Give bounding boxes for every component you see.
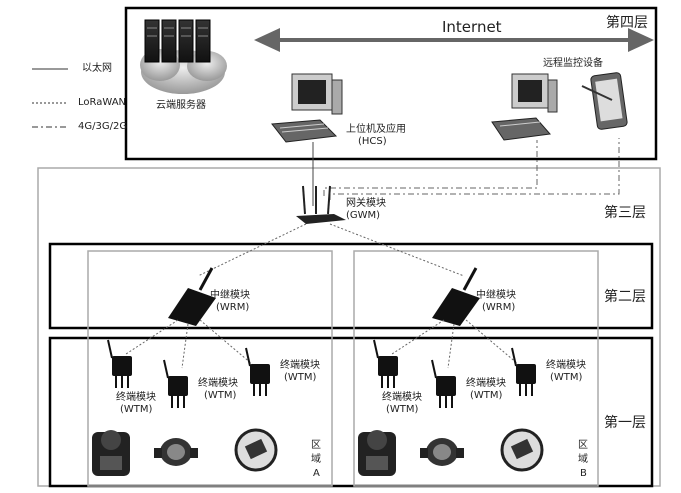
wtm-terminals [107, 339, 536, 408]
wtm-b1-icon [373, 339, 398, 388]
wtm-b3-icon [511, 347, 536, 396]
valve-a-icon [92, 430, 130, 476]
tablet-icon [581, 72, 628, 130]
zone-a-frame [87, 250, 333, 487]
wtm-b1-label-1: 终端模块 [382, 392, 422, 403]
layer4-label: 第四层 [606, 15, 648, 31]
wrm-b-icon [432, 267, 480, 326]
layer2-box [48, 242, 654, 330]
cloud-server-icon [140, 19, 227, 94]
layer1-label: 第一层 [604, 415, 646, 431]
wtm-a1-label-2: (WTM) [120, 404, 153, 415]
gateway-router-icon [296, 185, 346, 224]
zone-b-label-1: 区 [578, 440, 588, 451]
legend-cellular-label: 4G/3G/2G [78, 121, 128, 132]
hcs-computer-icon [271, 73, 343, 143]
cloud-server-label: 云端服务器 [156, 100, 206, 111]
flowmeter-a-icon [154, 438, 198, 466]
wtm-a3-label-2: (WTM) [284, 372, 317, 383]
wrm-b-label-1: 中继模块 [476, 290, 516, 301]
hcs-label-2: (HCS) [358, 136, 387, 147]
wtm-a2-icon [163, 359, 188, 408]
wtm-b2-icon [431, 359, 456, 408]
wtm-a2-label-1: 终端模块 [198, 378, 238, 389]
wtm-a2-label-2: (WTM) [204, 390, 237, 401]
wtm-b3-label-1: 终端模块 [546, 360, 586, 371]
layer1-box [48, 336, 654, 488]
wrm-a-label-2: (WRM) [216, 302, 250, 313]
wtm-a3-label-1: 终端模块 [280, 360, 320, 371]
internet-label: Internet [442, 18, 502, 36]
layer2-label: 第二层 [604, 289, 646, 305]
layer4-box [124, 6, 658, 161]
wtm-a1-icon [107, 339, 132, 388]
meter-b-icon [500, 428, 544, 472]
link-lorawan-gw [197, 223, 465, 277]
remote-label: 远程监控设备 [543, 58, 603, 69]
zone-b-frame [353, 250, 599, 487]
wtm-b1-label-2: (WTM) [386, 404, 419, 415]
legend-ethernet-label: 以太网 [82, 63, 112, 74]
gwm-label-2: (GWM) [346, 210, 381, 221]
gwm-label-1: 网关模块 [346, 198, 386, 209]
legend-lorawan-label: LoRaWAN [78, 97, 127, 108]
wtm-a3-icon [245, 347, 270, 396]
layer3-label: 第三层 [604, 205, 646, 221]
internet-arrow [254, 28, 654, 52]
wtm-a1-label-1: 终端模块 [116, 392, 156, 403]
zone-a-label-2: 域 [311, 454, 321, 465]
link-lorawan-relay [125, 319, 519, 369]
meter-a-icon [234, 428, 278, 472]
remote-pc-icon [491, 73, 558, 141]
wtm-b2-label-2: (WTM) [470, 390, 503, 401]
valve-b-icon [358, 430, 396, 476]
wrm-b-label-2: (WRM) [482, 302, 516, 313]
zone-b-label-2: 域 [578, 454, 588, 465]
wtm-b3-label-2: (WTM) [550, 372, 583, 383]
zone-b-label-3: B [580, 468, 587, 479]
flowmeter-b-icon [420, 438, 464, 466]
wrm-a-icon [168, 267, 216, 326]
hcs-label-1: 上位机及应用 [346, 124, 406, 135]
wtm-b2-label-1: 终端模块 [466, 378, 506, 389]
wrm-a-label-1: 中继模块 [210, 290, 250, 301]
zone-a-label-1: 区 [311, 440, 321, 451]
zone-a-label-3: A [313, 468, 320, 479]
